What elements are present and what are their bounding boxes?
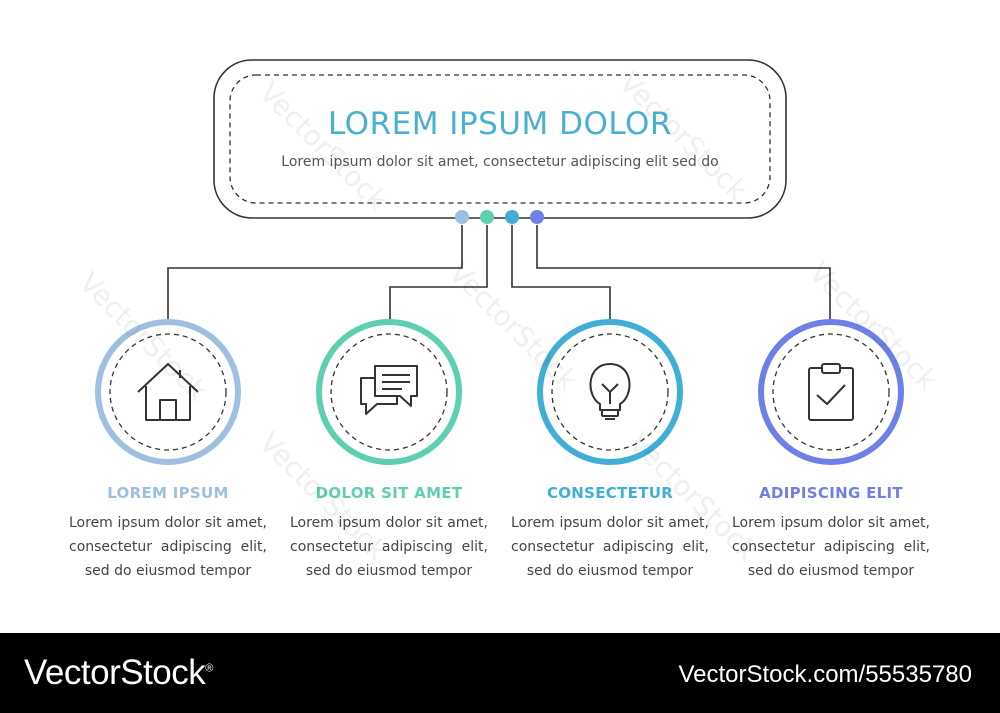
registered-mark: ® — [205, 662, 213, 675]
lightbulb-icon — [589, 363, 631, 420]
step-text-1: Lorem ipsum dolor sit amet, consectetur … — [69, 515, 267, 579]
step-title-2: DOLOR SIT AMET — [315, 484, 463, 502]
clipboard-check-icon — [808, 363, 854, 421]
header-box-outline — [213, 59, 787, 219]
step-circle-4 — [758, 319, 904, 465]
connector-3 — [511, 225, 611, 320]
header-box-dashed — [229, 74, 771, 204]
connector-4 — [536, 225, 831, 320]
connector-1 — [167, 225, 463, 320]
step-text-2: Lorem ipsum dolor sit amet, consectetur … — [290, 515, 488, 579]
connector-dot-4 — [530, 210, 544, 224]
step-text-4: Lorem ipsum dolor sit amet, consectetur … — [732, 515, 930, 579]
infographic-diagram: LOREM IPSUM DOLOR Lorem ipsum dolor sit … — [69, 59, 944, 579]
step-title-1: LOREM IPSUM — [107, 484, 229, 502]
footer-bar: VectorStock® VectorStock.com/55535780 — [0, 633, 1000, 713]
footer-url[interactable]: VectorStock.com/55535780 — [678, 661, 972, 688]
house-icon — [137, 363, 199, 421]
diagram-graphics — [95, 59, 904, 465]
connector-dot-3 — [505, 210, 519, 224]
connector-dot-1 — [455, 210, 469, 224]
diagram-subtitle: Lorem ipsum dolor sit amet, consectetur … — [281, 154, 719, 170]
footer-brand-name: VectorStock — [24, 653, 206, 692]
step-text-3: Lorem ipsum dolor sit amet, consectetur … — [511, 515, 709, 579]
connector-dot-2 — [480, 210, 494, 224]
chat-bubbles-icon — [360, 365, 418, 415]
step-title-4: ADIPISCING ELIT — [759, 484, 903, 502]
diagram-title: LOREM IPSUM DOLOR — [328, 106, 672, 142]
footer-brand[interactable]: VectorStock® — [24, 653, 213, 693]
step-title-3: CONSECTETUR — [546, 484, 674, 502]
step-circle-1 — [95, 319, 241, 465]
connector-2 — [389, 225, 488, 320]
